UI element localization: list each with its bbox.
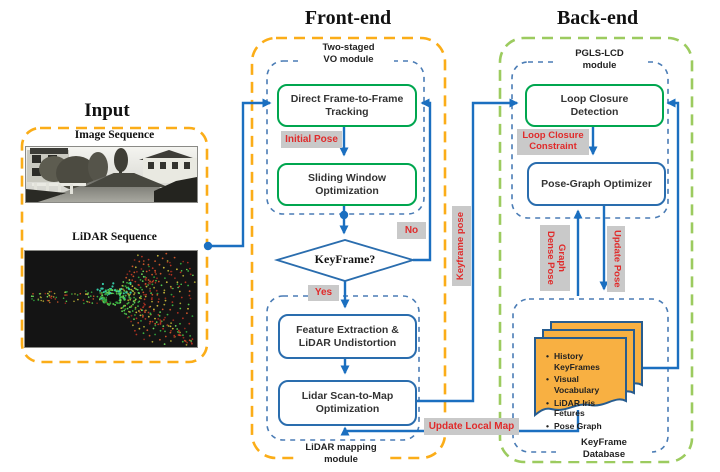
dense-pose-graph-label: Dense Pose Graph	[540, 225, 570, 291]
edge-input-to-tracking	[208, 98, 272, 248]
bullet-icon: •	[546, 420, 549, 431]
junction-dot-input	[203, 241, 213, 251]
direct-tracking-box: Direct Frame-to-Frame Tracking	[277, 84, 417, 127]
junction-dot-sliding	[339, 210, 349, 220]
bullet-icon: •	[546, 397, 549, 408]
keyframe-decision-diamond	[273, 239, 417, 282]
edge-database-to-lcd	[638, 98, 680, 370]
mapping-module-border	[266, 295, 420, 441]
bullet-icon: •	[546, 374, 549, 385]
list-item: • Visual Vocabulary	[546, 374, 600, 395]
list-item: • LiDAR Iris Fetures	[546, 397, 596, 419]
frontend-header: Front-end	[304, 7, 392, 29]
document-stack	[534, 321, 643, 418]
loop-closure-detection-box: Loop Closure Detection	[525, 84, 664, 127]
mapping-module-label: LiDAR mapping module	[294, 442, 388, 466]
update-pose-label: Update Pose	[607, 226, 625, 292]
list-item: • History KeyFrames	[546, 351, 600, 372]
image-sequence-picture	[25, 146, 198, 203]
bullet-icon: •	[546, 351, 549, 361]
sliding-window-box: Sliding Window Optimization	[277, 163, 417, 206]
keyframe-decision-label: KeyFrame?	[314, 252, 376, 266]
yes-label: Yes	[308, 285, 339, 301]
edge-no-loopback	[413, 98, 432, 262]
lidar-pointcloud-art	[25, 251, 197, 347]
list-item: • Pose Graph	[546, 420, 602, 431]
database-contents-list: • History KeyFrames • Visual Vocabulary …	[546, 351, 626, 431]
scan-to-map-box: Lidar Scan-to-Map Optimization	[278, 380, 417, 426]
initial-pose-label: Initial Pose	[281, 131, 342, 148]
frontend-group-border	[250, 36, 447, 460]
backend-group-border	[498, 36, 694, 464]
image-sequence-label: Image Sequence	[74, 129, 155, 141]
pgls-module-label: PGLS-LCD module	[554, 48, 645, 72]
feature-extraction-box: Feature Extraction & LiDAR Undistortion	[278, 314, 417, 359]
backend-header: Back-end	[556, 7, 639, 29]
lidar-sequence-label: LiDAR Sequence	[72, 231, 157, 243]
no-label: No	[397, 222, 426, 239]
input-header: Input	[84, 100, 130, 121]
loop-closure-constraint-label: Loop Closure Constraint	[517, 129, 589, 155]
keyframe-database-border	[512, 298, 669, 453]
pose-graph-optimizer-box: Pose-Graph Optimizer	[527, 162, 666, 206]
vo-module-label: Two-staged VO module	[303, 42, 394, 66]
keyframe-database-label: KeyFrame Database	[556, 437, 652, 461]
lidar-sequence-picture	[24, 250, 198, 348]
update-local-map-label: Update Local Map	[424, 418, 519, 435]
edge-keyframe-pose	[413, 98, 519, 403]
keyframe-pose-label: Keyframe pose	[452, 206, 471, 286]
street-photo-art	[26, 147, 197, 202]
